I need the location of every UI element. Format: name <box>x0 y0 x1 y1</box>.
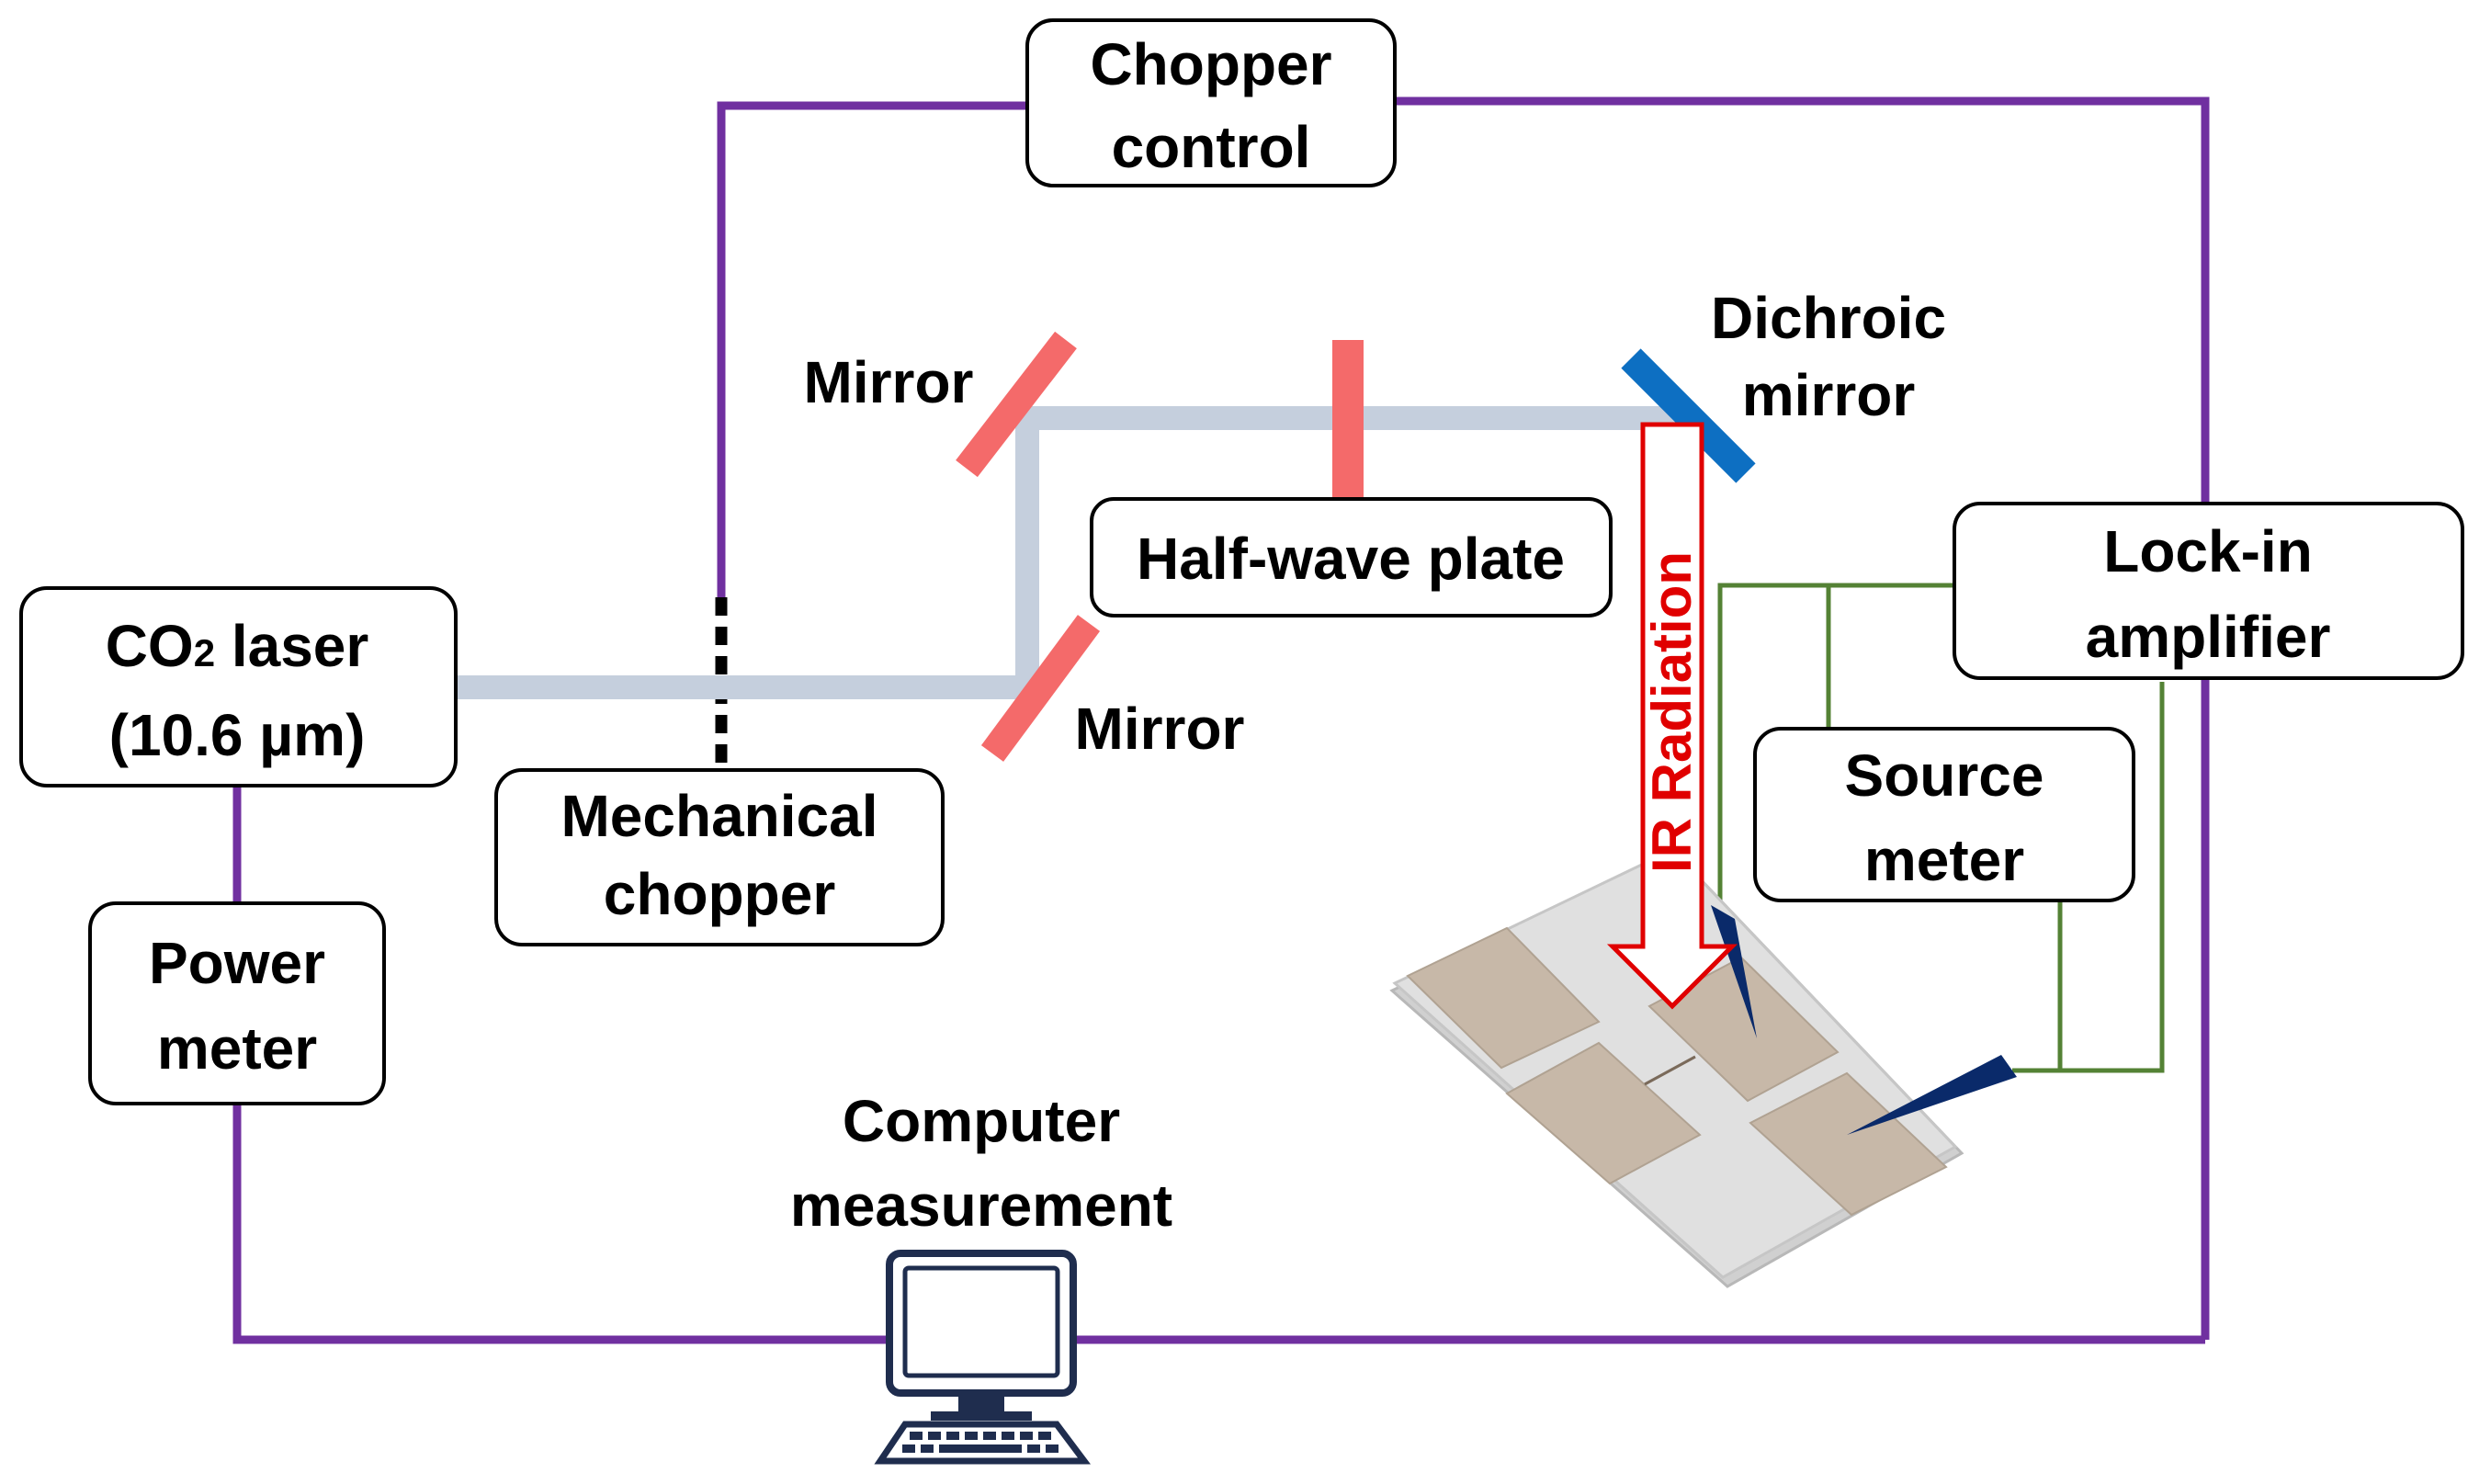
dichroic-mirror-line2: mirror <box>1742 362 1916 428</box>
co2-laser-line2: (10.6 µm) <box>109 702 366 768</box>
chopper-control-line1: Chopper <box>1090 31 1331 97</box>
mirror-bottom <box>980 615 1101 762</box>
half-wave-plate-box: Half-wave plate <box>1090 497 1613 617</box>
mechanical-chopper-box: Mechanical chopper <box>494 768 945 946</box>
mirror-top-label: Mirror <box>804 349 974 415</box>
ir-arrow-shape <box>1606 422 1738 1010</box>
probe-1 <box>1711 905 1757 1038</box>
ir-radiation-arrow: IR Radiation <box>1606 422 1738 1010</box>
channel <box>1644 1055 1696 1086</box>
probe-2 <box>1847 1055 2017 1135</box>
computer-measurement-line2: measurement <box>790 1172 1172 1239</box>
electrode-1 <box>1406 926 1601 1070</box>
dichroic-mirror-line1: Dichroic <box>1711 285 1946 351</box>
control-wiring <box>232 96 2210 1344</box>
chopper-control-box: Chopper control <box>1025 18 1397 187</box>
lock-in-amplifier-line2: amplifier <box>2086 604 2331 670</box>
device-sample <box>1389 848 2017 1288</box>
source-meter-line1: Source <box>1845 742 2044 809</box>
co2-laser-line1: CO2 laser <box>106 613 369 679</box>
co2-laser-box: CO2 laser (10.6 µm) <box>19 586 458 787</box>
lock-in-amplifier-box: Lock-in amplifier <box>1953 502 2464 680</box>
half-wave-plate-label: Half-wave plate <box>1137 526 1565 592</box>
power-meter-box: Power meter <box>88 901 386 1105</box>
electrode-2 <box>1505 1041 1702 1185</box>
electrode-4 <box>1749 1071 1948 1217</box>
power-meter-line2: meter <box>157 1015 317 1082</box>
computer-icon <box>874 1250 1091 1465</box>
lock-in-amplifier-line1: Lock-in <box>2103 518 2313 584</box>
wire-lockin-to-device <box>1717 583 1955 923</box>
wire-chopper-control-to-lockin <box>1395 96 2210 1340</box>
mechanical-chopper-line2: chopper <box>604 861 835 927</box>
power-meter-line1: Power <box>149 930 325 996</box>
chopper-control-line2: control <box>1112 114 1311 180</box>
electrode-3 <box>1647 956 1840 1103</box>
mirror-top <box>956 331 1077 478</box>
computer-measurement-line1: Computer <box>843 1088 1120 1154</box>
dichroic-mirror-element <box>1621 348 1756 483</box>
source-meter-box: Source meter <box>1753 727 2135 902</box>
mirror-bottom-label: Mirror <box>1075 696 1245 762</box>
mechanical-chopper-line1: Mechanical <box>560 783 877 849</box>
wire-chopper-control-to-chopper <box>717 101 1027 602</box>
wire-power-meter-to-computer <box>232 1103 2205 1344</box>
source-meter-line2: meter <box>1864 827 2024 893</box>
signal-wiring <box>1717 583 2165 1073</box>
ir-radiation-label: IR Radiation <box>1641 551 1703 873</box>
